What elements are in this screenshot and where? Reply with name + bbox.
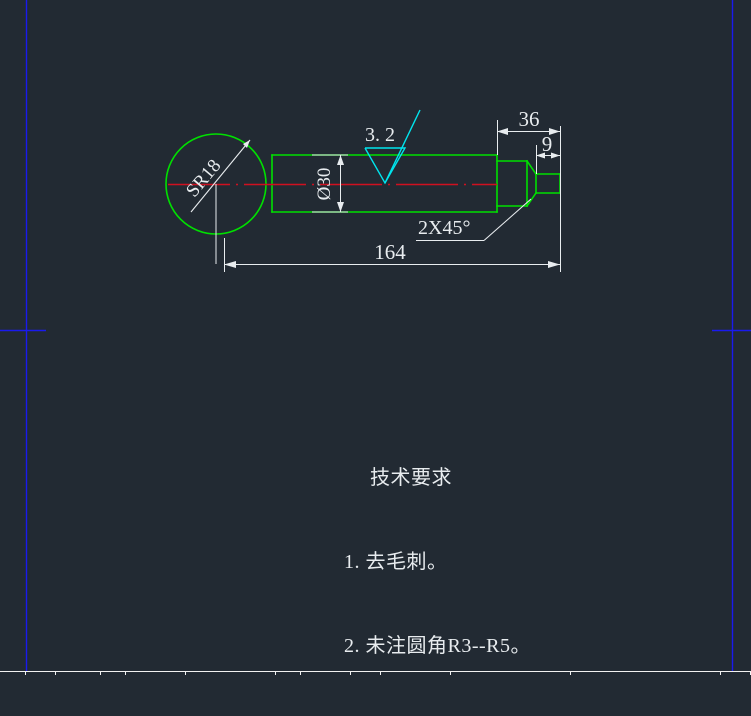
len164-arrow-right [548,261,560,268]
len36-dimension-text: 36 [519,107,540,131]
cad-drawing-canvas[interactable]: SR18 Ø30 164 [0,0,751,675]
technical-requirement-item-2: 2. 未注圆角R3--R5。 [344,635,531,657]
len164-arrow-left [224,261,236,268]
cad-application-window: SR18 Ø30 164 [0,0,751,675]
roughness-leader-line[interactable] [384,109,421,184]
dia30-arrow-bottom [337,202,344,212]
dim-diameter-30[interactable]: Ø30 [312,154,348,213]
status-bar-cell[interactable] [381,672,451,675]
dim-chamfer-2x45[interactable]: 2X45° [416,198,532,242]
sr18-arrowhead [243,140,250,148]
sr18-leader-line[interactable] [190,139,251,213]
status-bar-cell[interactable] [0,672,26,675]
status-bar-cell[interactable] [571,672,721,675]
status-bar-cell[interactable] [351,672,381,675]
status-bar-cell[interactable] [101,672,126,675]
crosshair-cursor-right [712,0,751,675]
status-bar-cell[interactable] [56,672,101,675]
chamfer-bottom-taper[interactable] [525,191,538,208]
status-bar-cell[interactable] [276,672,301,675]
len9-arrow-left [536,152,545,159]
chamfer-leader-diagonal[interactable] [483,198,532,241]
chamfer-dimension-text: 2X45° [418,217,470,239]
status-bar-cell[interactable] [26,672,56,675]
chamfer-top-taper[interactable] [525,159,538,176]
dim-length-164[interactable]: 164 [224,126,561,272]
canvas-background [0,0,751,675]
part-geometry[interactable] [165,133,561,235]
len36-arrow-right [549,128,560,135]
dia30-arrow-top [337,155,344,165]
dim-length-9[interactable]: 9 [536,132,560,174]
dimension-annotations[interactable]: SR18 Ø30 164 [182,107,561,272]
len9-arrow-right [551,152,560,159]
technical-requirements-title: 技术要求 [370,467,452,489]
len164-dimension-text: 164 [374,240,406,264]
len36-arrow-left [497,128,508,135]
roughness-value-text: 3. 2 [365,124,395,146]
status-bar-cell[interactable] [451,672,571,675]
technical-requirements-block[interactable]: 技术要求 1. 去毛刺。 2. 未注圆角R3--R5。 [344,408,531,716]
crosshair-cursor-left [0,0,46,675]
status-bar-cell[interactable] [301,672,351,675]
technical-requirement-item-1: 1. 去毛刺。 [344,551,448,573]
surface-roughness-symbol[interactable]: 3. 2 [364,109,421,185]
status-bar[interactable] [0,671,751,675]
status-bar-cell[interactable] [186,672,276,675]
roughness-triangle-icon [364,147,407,185]
status-bar-cell[interactable] [126,672,186,675]
dia30-dimension-text: Ø30 [314,168,335,201]
len9-dimension-text: 9 [542,132,553,156]
dim-length-36[interactable]: 36 [497,107,560,155]
